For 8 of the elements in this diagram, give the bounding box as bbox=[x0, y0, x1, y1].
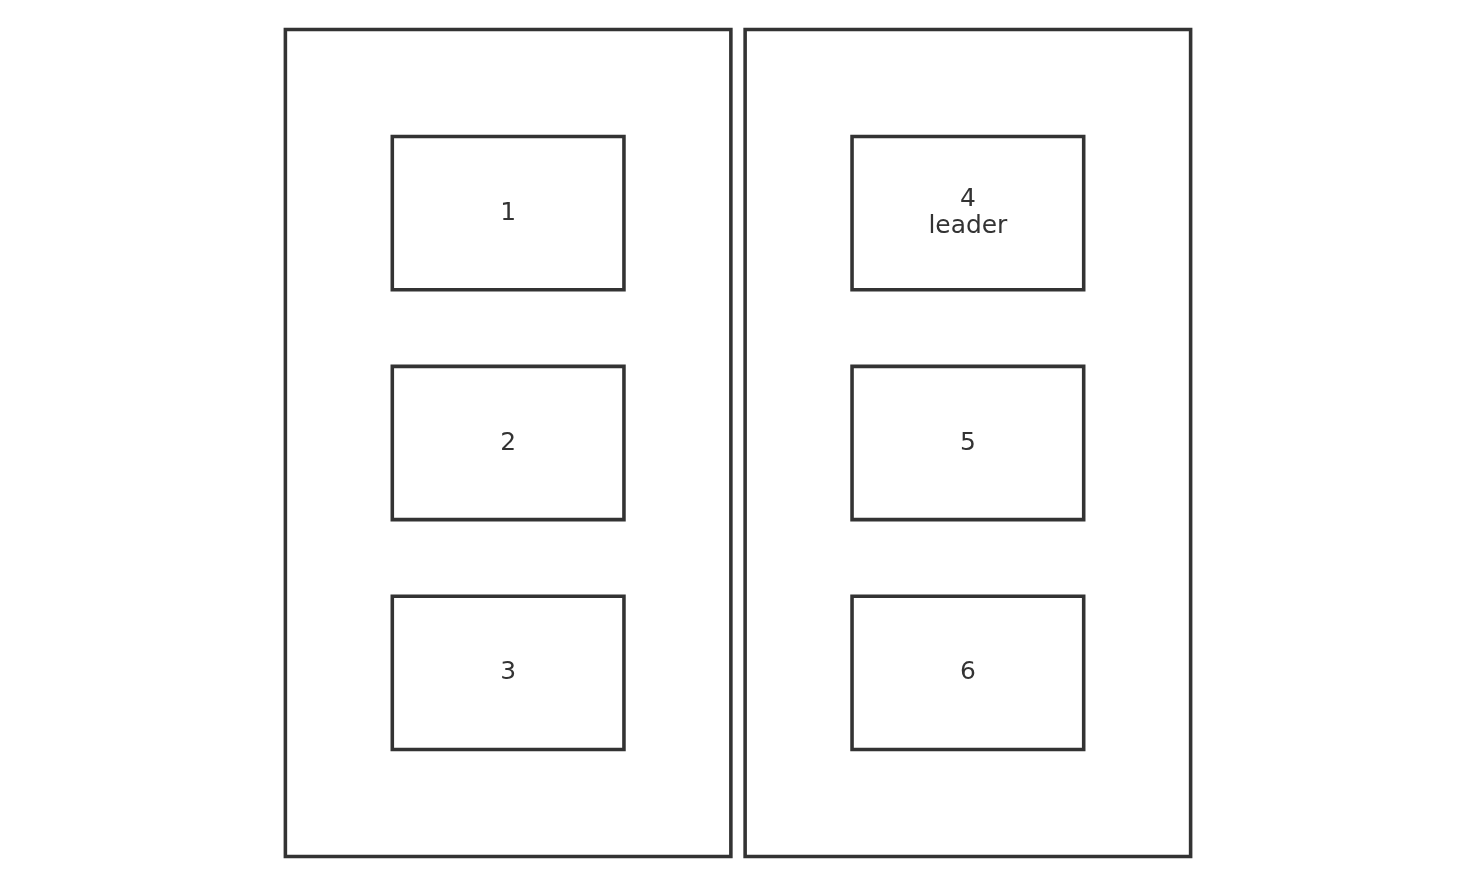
cluster bbox=[743, 27, 1193, 859]
node-box: 3 bbox=[390, 594, 626, 752]
node-box: 6 bbox=[850, 594, 1086, 752]
node-box: 4 leader bbox=[850, 134, 1086, 292]
node-box: 1 bbox=[390, 134, 626, 292]
node-box: 5 bbox=[850, 364, 1086, 522]
cluster bbox=[283, 27, 733, 859]
node-box: 2 bbox=[390, 364, 626, 522]
